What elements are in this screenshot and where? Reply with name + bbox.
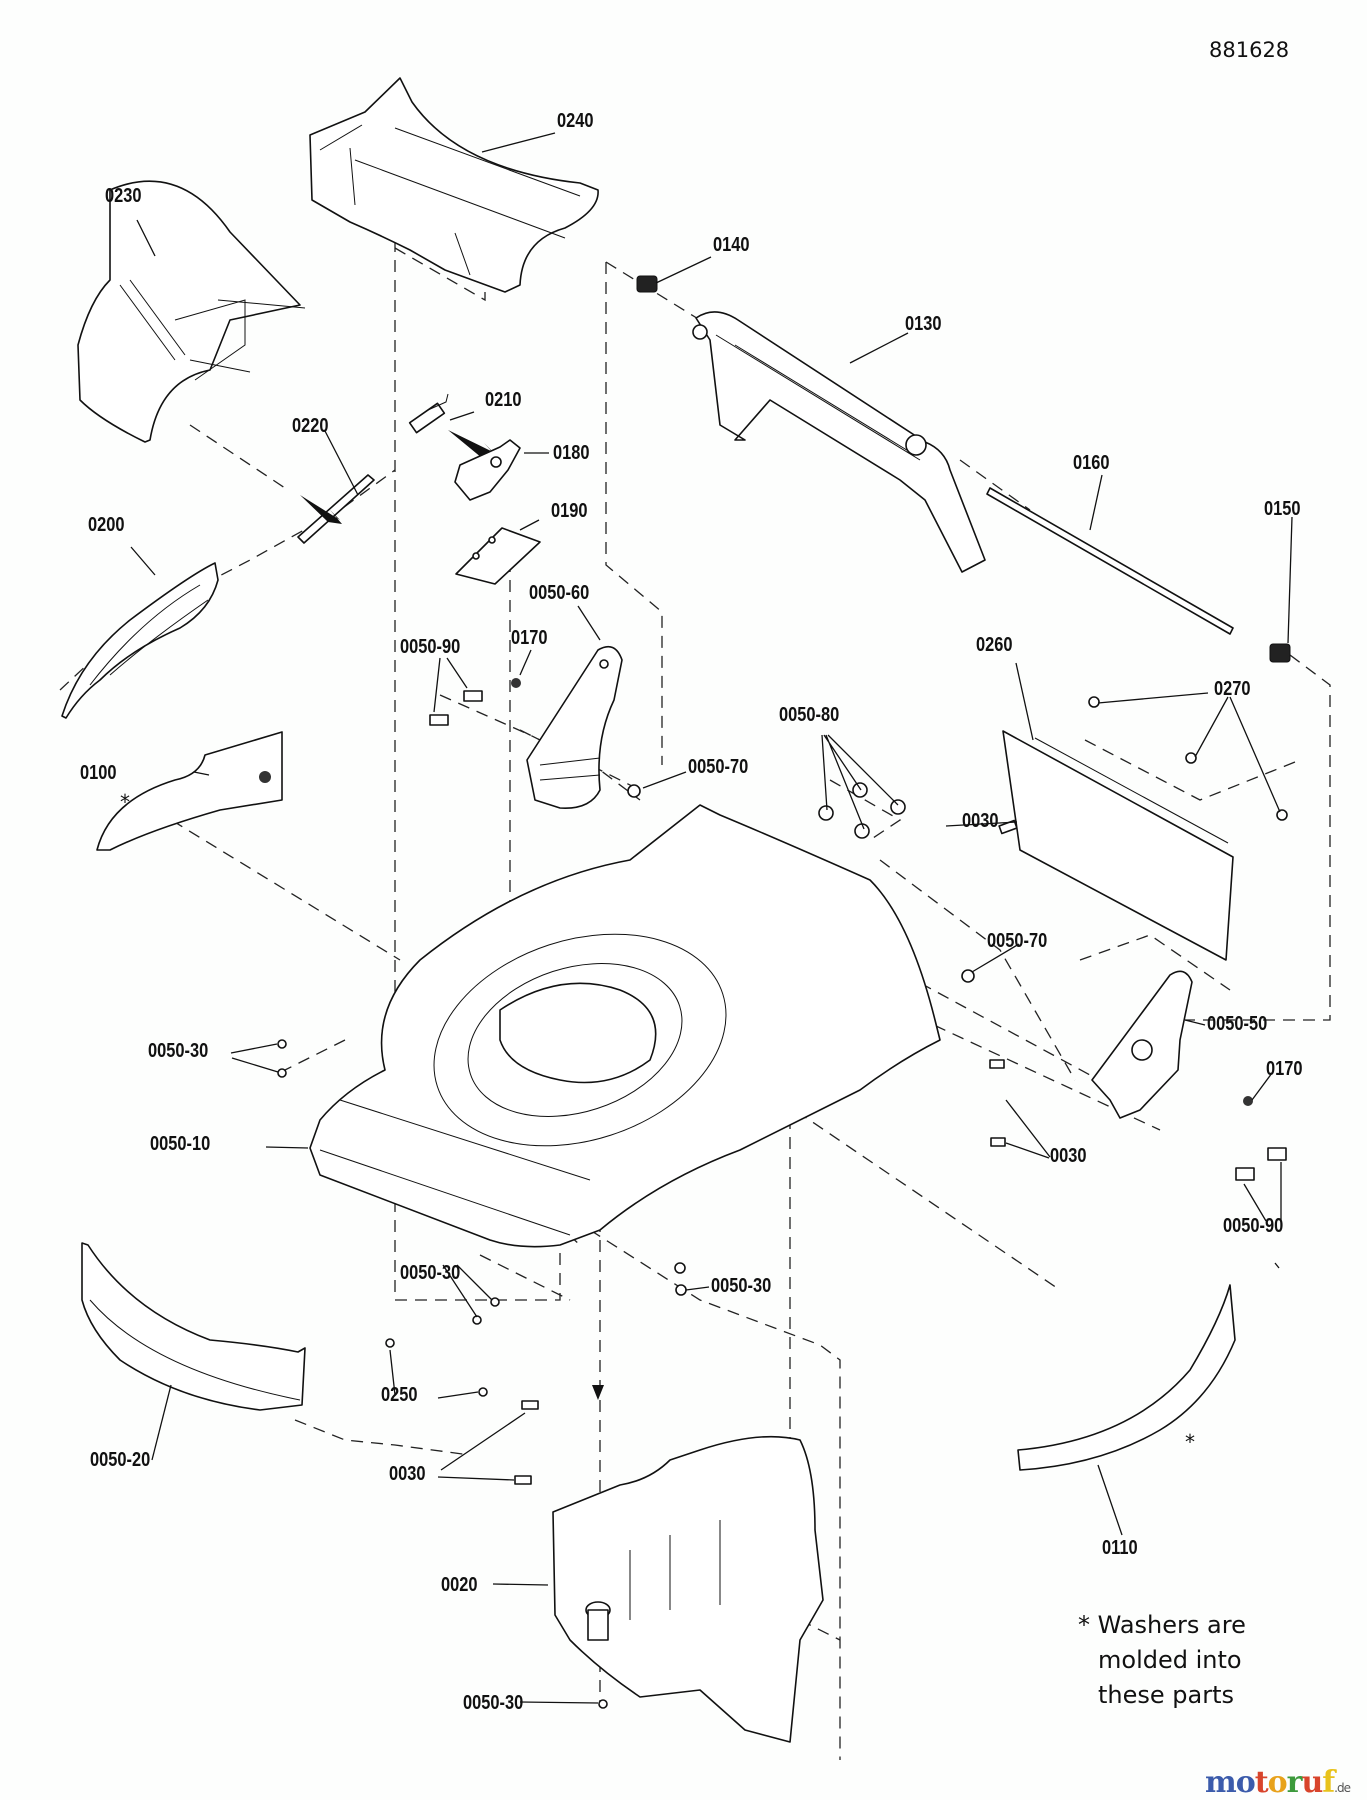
callout-0050-30-right[interactable]: 0050-30 xyxy=(711,1275,772,1297)
callout-0030-bottom[interactable]: 0030 xyxy=(389,1463,426,1485)
watermark-letter: m xyxy=(1205,1765,1237,1800)
watermark-logo: motoruf.de xyxy=(1205,1765,1351,1800)
part-0050-50-bracket-right[interactable] xyxy=(1091,970,1193,1119)
callout-0210[interactable]: 0210 xyxy=(485,389,522,411)
watermark-letter: r xyxy=(1286,1765,1303,1800)
part-0270-clips[interactable] xyxy=(1088,696,1288,821)
part-0050-30-screws-right[interactable] xyxy=(674,1262,687,1296)
part-0240-bag-cover[interactable] xyxy=(309,77,599,293)
watermark-letter: u xyxy=(1301,1765,1323,1800)
callout-0050-50[interactable]: 0050-50 xyxy=(1207,1013,1268,1035)
callout-0050-60[interactable]: 0050-60 xyxy=(529,582,590,604)
part-0220-rod[interactable] xyxy=(297,474,375,544)
callout-0190[interactable]: 0190 xyxy=(551,500,588,522)
callout-0050-70-right[interactable]: 0050-70 xyxy=(987,930,1048,952)
callout-0050-90-right[interactable]: 0050-90 xyxy=(1223,1215,1284,1237)
part-0050-20-front-baffle[interactable] xyxy=(81,1242,306,1411)
watermark-suffix: .de xyxy=(1334,1781,1351,1795)
part-0150-spring[interactable] xyxy=(1269,643,1291,663)
part-0030-screw-mid-a[interactable] xyxy=(989,1059,1005,1069)
part-0030-screw-bottom-b[interactable] xyxy=(514,1475,532,1485)
part-0050-90-bolts-right[interactable] xyxy=(1235,1147,1287,1181)
callout-0220[interactable]: 0220 xyxy=(292,415,329,437)
callout-0050-80[interactable]: 0050-80 xyxy=(779,704,840,726)
watermark-letter: o xyxy=(1235,1765,1256,1800)
callout-0140[interactable]: 0140 xyxy=(713,234,750,256)
callout-0100[interactable]: 0100 xyxy=(80,762,117,784)
callout-0130[interactable]: 0130 xyxy=(905,313,942,335)
callout-0050-90-left[interactable]: 0050-90 xyxy=(400,636,461,658)
part-0050-10-deck[interactable] xyxy=(309,804,941,1248)
callout-0030-mid[interactable]: 0030 xyxy=(1050,1145,1087,1167)
arrow-up-icon xyxy=(592,1385,604,1400)
callout-0050-30-bottom[interactable]: 0050-30 xyxy=(463,1692,524,1714)
part-0050-30-screw-bottom[interactable] xyxy=(598,1699,608,1709)
callout-0110[interactable]: 0110 xyxy=(1102,1537,1138,1559)
part-0170-nut-right[interactable] xyxy=(1243,1096,1253,1106)
part-0050-90-bolts-left[interactable] xyxy=(429,690,483,726)
part-0100-side-baffle[interactable] xyxy=(96,731,283,851)
callout-0150[interactable]: 0150 xyxy=(1264,498,1301,520)
watermark-letter: o xyxy=(1267,1765,1288,1800)
callout-0050-70-top[interactable]: 0050-70 xyxy=(688,756,749,778)
callout-0160[interactable]: 0160 xyxy=(1073,452,1110,474)
footnote-line-2: molded into xyxy=(1098,1646,1242,1674)
callout-0050-20[interactable]: 0050-20 xyxy=(90,1449,151,1471)
part-0190-plate[interactable] xyxy=(455,527,541,585)
callout-0260[interactable]: 0260 xyxy=(976,634,1013,656)
part-0050-30-screws-mid[interactable] xyxy=(472,1297,500,1325)
part-0030-screw-mid-b[interactable] xyxy=(990,1137,1006,1147)
callout-0170-right[interactable]: 0170 xyxy=(1266,1058,1303,1080)
asterisk-marker-0110: * xyxy=(1185,1430,1195,1454)
callout-0180[interactable]: 0180 xyxy=(553,442,590,464)
part-0050-70-washer-top[interactable] xyxy=(627,784,641,798)
footnote-marker: * xyxy=(1078,1611,1090,1639)
part-0170-nut-left[interactable] xyxy=(511,678,521,688)
leader-lines xyxy=(130,132,1293,1704)
callout-0170-left[interactable]: 0170 xyxy=(511,627,548,649)
callout-0020[interactable]: 0020 xyxy=(441,1574,478,1596)
document-number: 881628 xyxy=(1209,38,1290,62)
part-0050-80-nuts[interactable] xyxy=(818,782,906,839)
watermark-brand: motoruf xyxy=(1205,1765,1335,1800)
part-0130-handle-bracket[interactable] xyxy=(692,311,986,573)
part-0110-side-baffle[interactable] xyxy=(1017,1284,1236,1471)
part-0140-spring[interactable] xyxy=(636,275,658,293)
part-0250-screws[interactable] xyxy=(385,1338,488,1397)
part-0050-70-washer-right[interactable] xyxy=(961,969,975,983)
callout-0240[interactable]: 0240 xyxy=(557,110,594,132)
part-0050-60-bracket-left[interactable] xyxy=(526,645,623,809)
footnote: * Washers are molded into these parts xyxy=(1078,1608,1246,1713)
part-0230-bag-frame[interactable] xyxy=(77,180,306,443)
callout-0050-30-left[interactable]: 0050-30 xyxy=(148,1040,209,1062)
callout-0030-top[interactable]: 0030 xyxy=(962,810,999,832)
part-0260-rear-panel[interactable] xyxy=(1002,730,1234,961)
part-0200-deflector[interactable] xyxy=(61,562,219,719)
arrow-icon xyxy=(448,430,496,458)
part-0210-spring[interactable] xyxy=(408,393,496,458)
footnote-line-3: these parts xyxy=(1098,1681,1235,1709)
callout-0270[interactable]: 0270 xyxy=(1214,678,1251,700)
footnote-line-1: Washers are xyxy=(1097,1611,1246,1639)
part-0030-screw-bottom-a[interactable] xyxy=(521,1400,539,1410)
callout-0230[interactable]: 0230 xyxy=(105,185,142,207)
callout-0050-30-mid[interactable]: 0050-30 xyxy=(400,1262,461,1284)
callout-0250[interactable]: 0250 xyxy=(381,1384,418,1406)
watermark-letter: f xyxy=(1322,1765,1335,1800)
callout-0050-10[interactable]: 0050-10 xyxy=(150,1133,211,1155)
part-0160-rod[interactable] xyxy=(986,487,1234,635)
part-0050-30-screws-left[interactable] xyxy=(277,1039,287,1078)
watermark-letter: t xyxy=(1254,1765,1269,1800)
callout-0200[interactable]: 0200 xyxy=(88,514,125,536)
arrow-icon xyxy=(300,495,342,524)
part-0020-chute-housing[interactable] xyxy=(552,1385,824,1743)
part-0180-latch[interactable] xyxy=(454,439,521,501)
asterisk-marker: * xyxy=(120,790,130,814)
